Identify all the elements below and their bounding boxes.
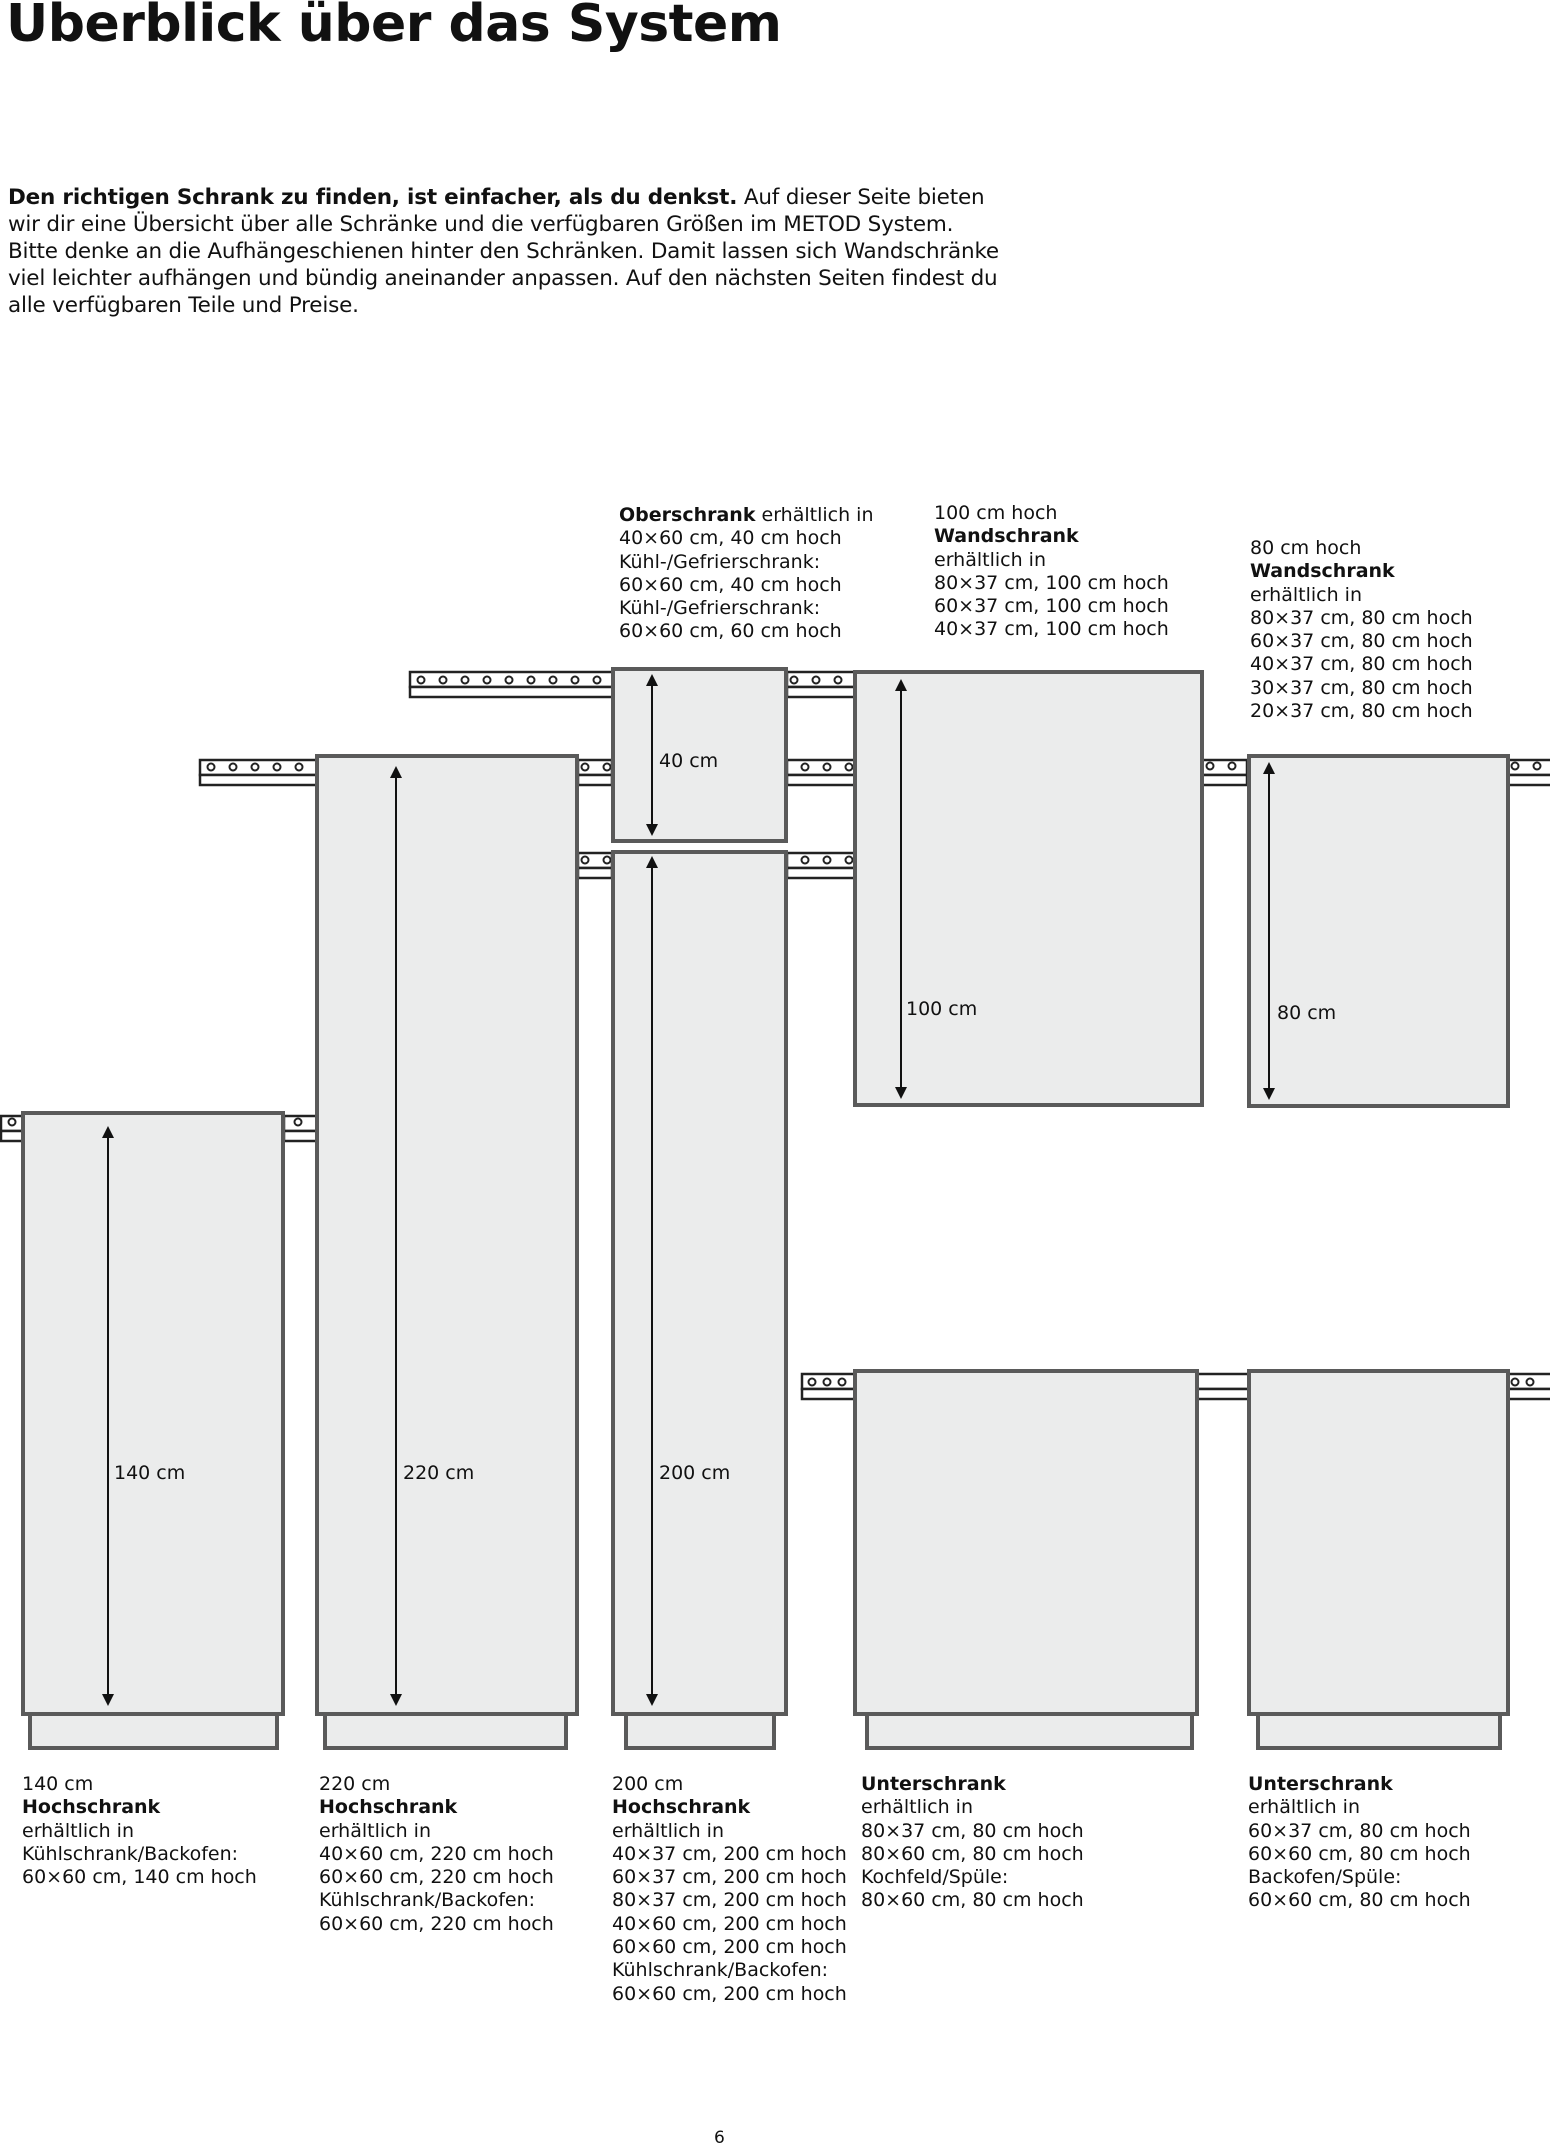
cabinet-hochschrank-220	[315, 754, 579, 1750]
label-hochschrank-200: 200 cm Hochschrank erhältlich in 40×37 c…	[612, 1773, 847, 2005]
cabinet-hochschrank-200	[611, 850, 788, 1750]
cabinet-oberschrank	[611, 667, 788, 843]
label-hochschrank-140: 140 cm Hochschrank erhältlich in Kühlsch…	[22, 1773, 257, 1889]
cabinet-hochschrank-140	[21, 1111, 285, 1750]
cabinet-name: Wandschrank	[1250, 560, 1395, 583]
cabinet-name: Hochschrank	[22, 1796, 161, 1819]
cabinet-wandschrank-100	[853, 670, 1204, 1107]
label-wandschrank-100: 100 cm hoch Wandschrank erhältlich in 80…	[934, 502, 1169, 641]
dimension-hochschrank-200: 200 cm	[659, 1462, 731, 1484]
page-title: Überblick über das System	[6, 0, 782, 54]
intro-body: Auf dieser Seite bieten wir dir eine Übe…	[8, 185, 999, 318]
cabinet-name: Hochschrank	[612, 1796, 751, 1819]
label-wandschrank-80: 80 cm hoch Wandschrank erhältlich in 80×…	[1250, 537, 1473, 723]
dimension-hochschrank-140: 140 cm	[114, 1462, 186, 1484]
cabinet-name: Wandschrank	[934, 525, 1079, 548]
label-oberschrank: Oberschrank erhältlich in 40×60 cm, 40 c…	[619, 504, 874, 643]
dimension-hochschrank-220: 220 cm	[403, 1462, 475, 1484]
intro-paragraph: Den richtigen Schrank zu finden, ist ein…	[8, 184, 1008, 319]
cabinet-name: Oberschrank	[619, 504, 756, 526]
dimension-oberschrank: 40 cm	[659, 750, 719, 772]
page-number: 6	[714, 2128, 725, 2148]
label-unterschrank-60: Unterschrank erhältlich in 60×37 cm, 80 …	[1248, 1773, 1471, 1912]
cabinet-wandschrank-80	[1247, 754, 1510, 1108]
cabinet-unterschrank-80	[853, 1369, 1199, 1750]
cabinet-name: Hochschrank	[319, 1796, 458, 1819]
dimension-wandschrank-100: 100 cm	[906, 998, 978, 1020]
cabinet-name: Unterschrank	[1248, 1773, 1393, 1795]
label-hochschrank-220: 220 cm Hochschrank erhältlich in 40×60 c…	[319, 1773, 554, 1935]
cabinet-name: Unterschrank	[861, 1773, 1006, 1795]
intro-lead: Den richtigen Schrank zu finden, ist ein…	[8, 185, 738, 210]
dimension-wandschrank-80: 80 cm	[1277, 1002, 1337, 1024]
cabinet-unterschrank-60	[1247, 1369, 1510, 1750]
label-unterschrank-80: Unterschrank erhältlich in 80×37 cm, 80 …	[861, 1773, 1084, 1912]
